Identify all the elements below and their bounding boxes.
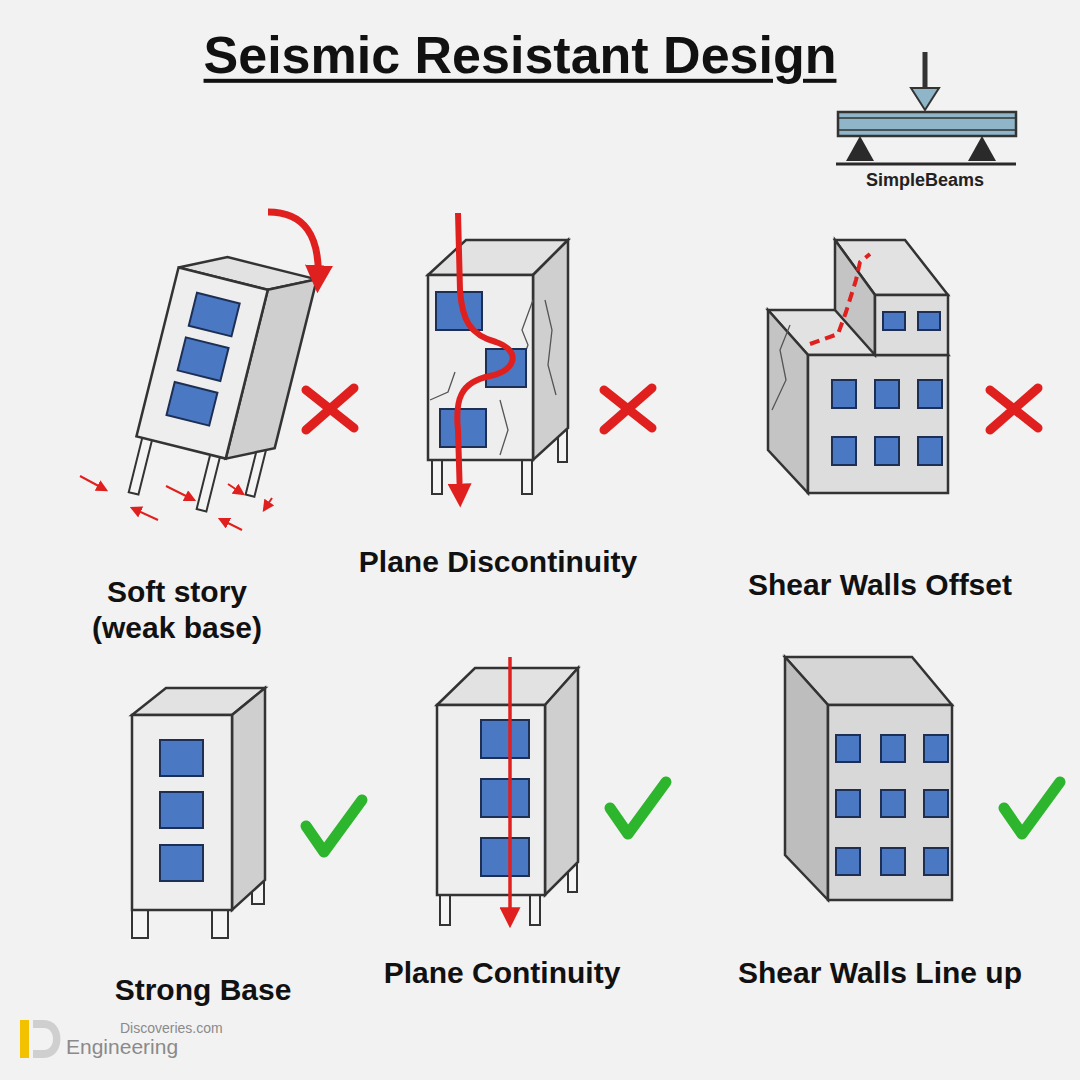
beam-logo [836, 52, 1016, 164]
column [132, 908, 148, 938]
window [832, 380, 856, 408]
logo-text: SimpleBeams [866, 170, 984, 192]
side-wall [533, 240, 568, 460]
beam-flange [838, 129, 1016, 131]
load-path [508, 657, 512, 924]
caption: Shear Walls Line up [738, 955, 1022, 991]
support [846, 136, 874, 161]
caption: Shear Walls Offset [748, 567, 1012, 603]
tilted-building [123, 246, 317, 524]
window [178, 337, 229, 381]
front-wall [828, 705, 952, 900]
logo-d [33, 1020, 61, 1058]
side-wall [785, 657, 828, 900]
side-wall [545, 668, 578, 895]
check-mark [610, 782, 666, 834]
window [440, 409, 486, 447]
caption: Plane Discontinuity [359, 544, 637, 580]
cross-mark [990, 388, 1038, 430]
column [432, 458, 442, 494]
window [918, 312, 940, 330]
window [481, 838, 529, 876]
window [160, 740, 203, 776]
window [160, 845, 203, 881]
column [440, 893, 450, 925]
force-arrow [166, 486, 194, 500]
window [832, 437, 856, 465]
force-arrow [80, 476, 106, 490]
windows [836, 735, 948, 875]
column [522, 458, 532, 494]
column [197, 453, 221, 512]
title: Seismic Resistant Design [204, 24, 837, 86]
front-wall [428, 275, 533, 460]
force-arrow [264, 498, 272, 510]
ground-line [836, 163, 1016, 166]
support [968, 136, 996, 161]
crack-line [810, 254, 870, 344]
front-wall [808, 355, 948, 493]
caption: Plane Continuity [384, 955, 621, 991]
window [875, 380, 899, 408]
force-arrow [132, 508, 158, 520]
load-arrowhead [911, 88, 939, 110]
watermark-logo [20, 1020, 61, 1058]
window [883, 312, 905, 330]
watermark: Engineering [66, 1034, 178, 1059]
offset-building [768, 240, 948, 493]
check-mark [1004, 782, 1060, 834]
watermark: Discoveries.com [120, 1020, 223, 1037]
beam [838, 112, 1016, 136]
window [875, 437, 899, 465]
cross-mark [604, 388, 652, 430]
side-wall [768, 310, 808, 493]
load-path [457, 213, 512, 498]
window [160, 792, 203, 828]
front-wall [437, 705, 545, 895]
load-arrow [923, 52, 928, 92]
force-arrows [80, 476, 272, 530]
cracked-building [428, 240, 568, 494]
window [189, 293, 240, 337]
window [481, 779, 529, 817]
caption: Soft story (weak base) [77, 574, 277, 646]
column [129, 436, 153, 495]
check-mark [306, 800, 362, 852]
aligned-building [785, 657, 952, 900]
continuous-building [437, 668, 578, 925]
window [918, 437, 942, 465]
strong-base-building [132, 688, 265, 938]
logo-bar [20, 1020, 29, 1058]
cross-mark [306, 388, 354, 430]
window [918, 380, 942, 408]
window [167, 382, 218, 426]
caption: Strong Base [115, 972, 292, 1008]
column [530, 893, 540, 925]
force-arrow [228, 484, 243, 494]
column [212, 908, 228, 938]
front-wall [136, 268, 267, 459]
force-arrow [220, 519, 242, 530]
side-wall [232, 688, 265, 910]
crack [772, 325, 790, 410]
window [481, 720, 529, 758]
front-wall [132, 715, 232, 910]
beam-flange [838, 117, 1016, 119]
overturn-arrow [268, 212, 318, 282]
upper-front-wall [875, 295, 948, 355]
